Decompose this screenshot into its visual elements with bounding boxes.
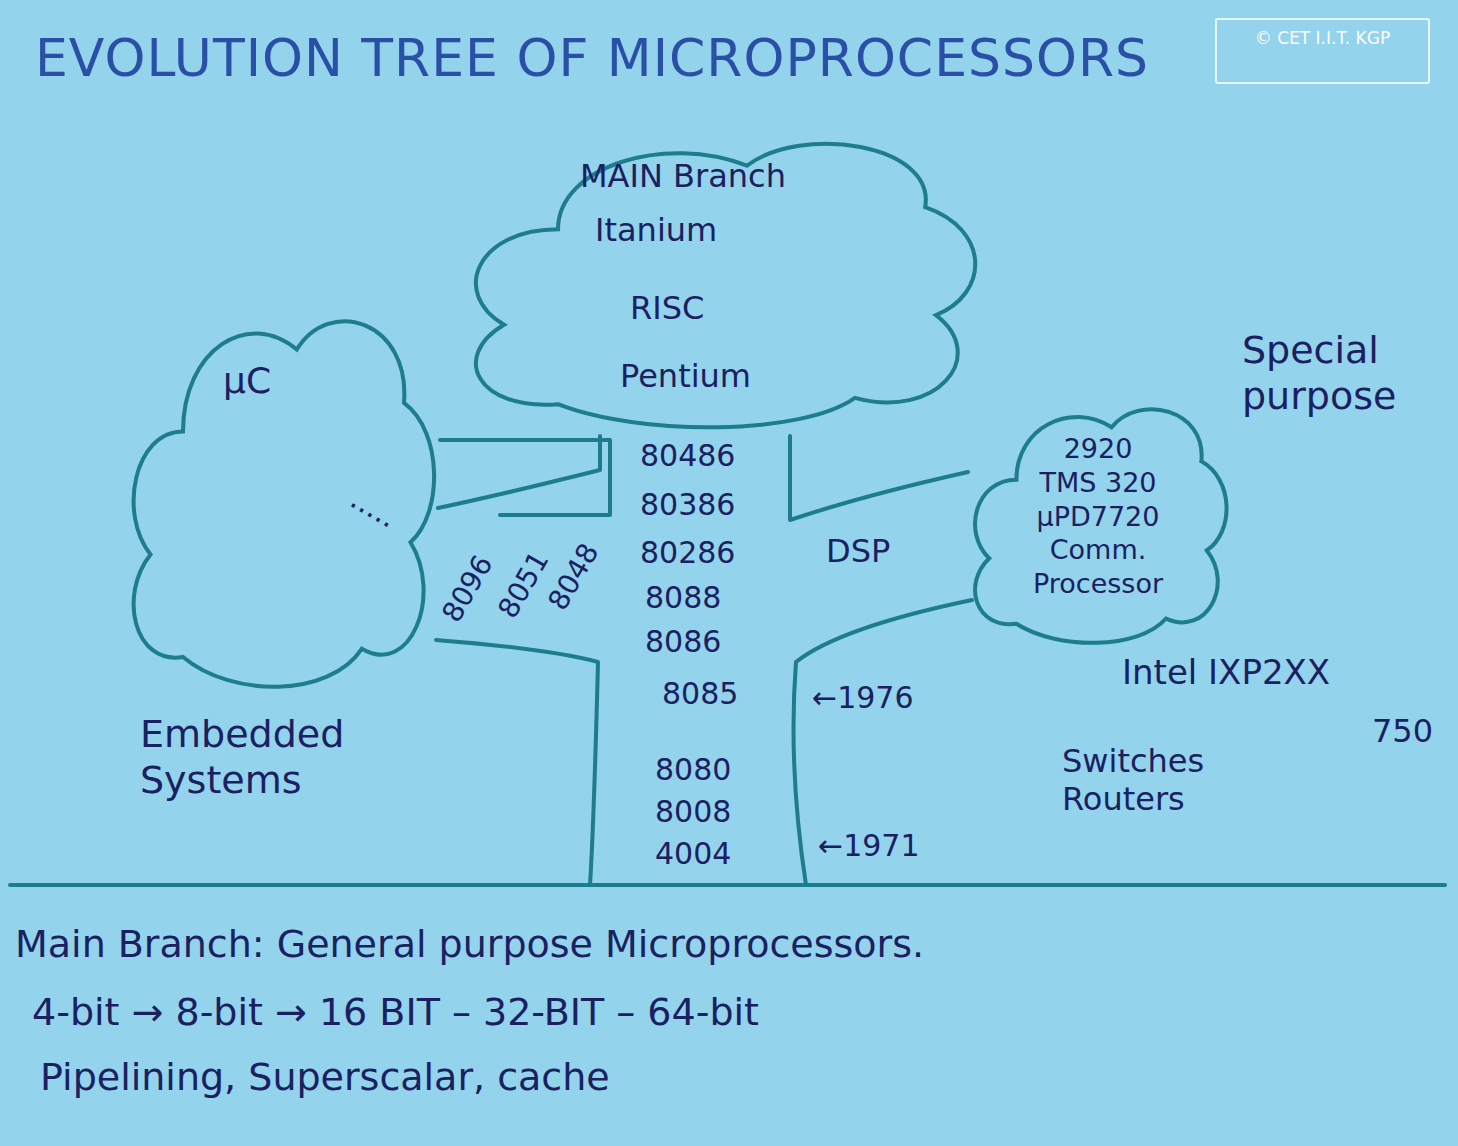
year-note: ←1971: [818, 828, 919, 864]
cloud-path: [476, 144, 975, 428]
application-note: Intel IXP2XX: [1122, 652, 1330, 693]
trunk-right: [794, 600, 972, 885]
ground-line: [10, 883, 1445, 887]
processor-number: 8080: [655, 752, 731, 788]
node-text: TMS 320: [1002, 466, 1194, 500]
node-text: © CET I.I.T. KGP: [1225, 28, 1420, 49]
processor-number: 8008: [655, 794, 731, 830]
cloud-path: [134, 321, 435, 687]
processor-number: 4004: [655, 836, 731, 872]
summary-line: 4-bit → 8-bit → 16 BIT – 32-BIT – 64-bit: [32, 990, 759, 1036]
right-branch-upper: [790, 436, 968, 520]
node-text: µPD7720: [1002, 500, 1194, 534]
processor-number: 8088: [645, 580, 721, 616]
node-text: RISC: [630, 288, 704, 328]
node-text: Itanium: [595, 210, 717, 250]
year-note: ←1976: [812, 680, 913, 716]
summary-line: Main Branch: General purpose Microproces…: [15, 922, 924, 968]
slide-title: EVOLUTION TREE OF MICROPROCESSORS: [35, 28, 1149, 88]
special-purpose-canopy: 2920TMS 320µPD7720Comm. Processor: [962, 388, 1234, 650]
processor-number: 80386: [640, 487, 735, 523]
processor-number: 8085: [662, 676, 738, 712]
node-text: µC: [223, 358, 271, 403]
microcontroller-canopy: µC: [118, 288, 443, 698]
processor-number: 8096: [435, 550, 500, 629]
processor-number: 8051: [491, 546, 556, 625]
branch-label: DSP: [826, 532, 890, 570]
canopy-joint: [440, 440, 610, 515]
summary-line: Pipelining, Superscalar, cache: [40, 1055, 610, 1101]
main-branch-canopy: MAIN BranchItaniumRISC Pentium: [450, 118, 990, 436]
node-text: Comm. Processor: [1002, 533, 1194, 601]
application-note: 750: [1372, 712, 1433, 750]
processor-number: 80486: [640, 438, 735, 474]
processor-number: 80286: [640, 535, 735, 571]
processor-number: 8048: [541, 538, 606, 617]
ellipsis: .....: [344, 480, 403, 535]
node-text: Pentium: [620, 356, 751, 396]
processor-number: 8086: [645, 624, 721, 660]
branch-label: Special purpose: [1242, 328, 1447, 419]
copyright-box: © CET I.I.T. KGP: [1215, 18, 1430, 84]
node-text: MAIN Branch: [580, 156, 786, 196]
cloud-outline: [118, 288, 443, 698]
application-note: Switches Routers: [1062, 742, 1262, 819]
node-text: 2920: [1002, 432, 1194, 466]
cloud-path: [975, 409, 1227, 643]
application-note: Embedded Systems: [140, 712, 410, 803]
trunk-left: [436, 640, 598, 885]
left-branch-upper: [438, 436, 600, 508]
